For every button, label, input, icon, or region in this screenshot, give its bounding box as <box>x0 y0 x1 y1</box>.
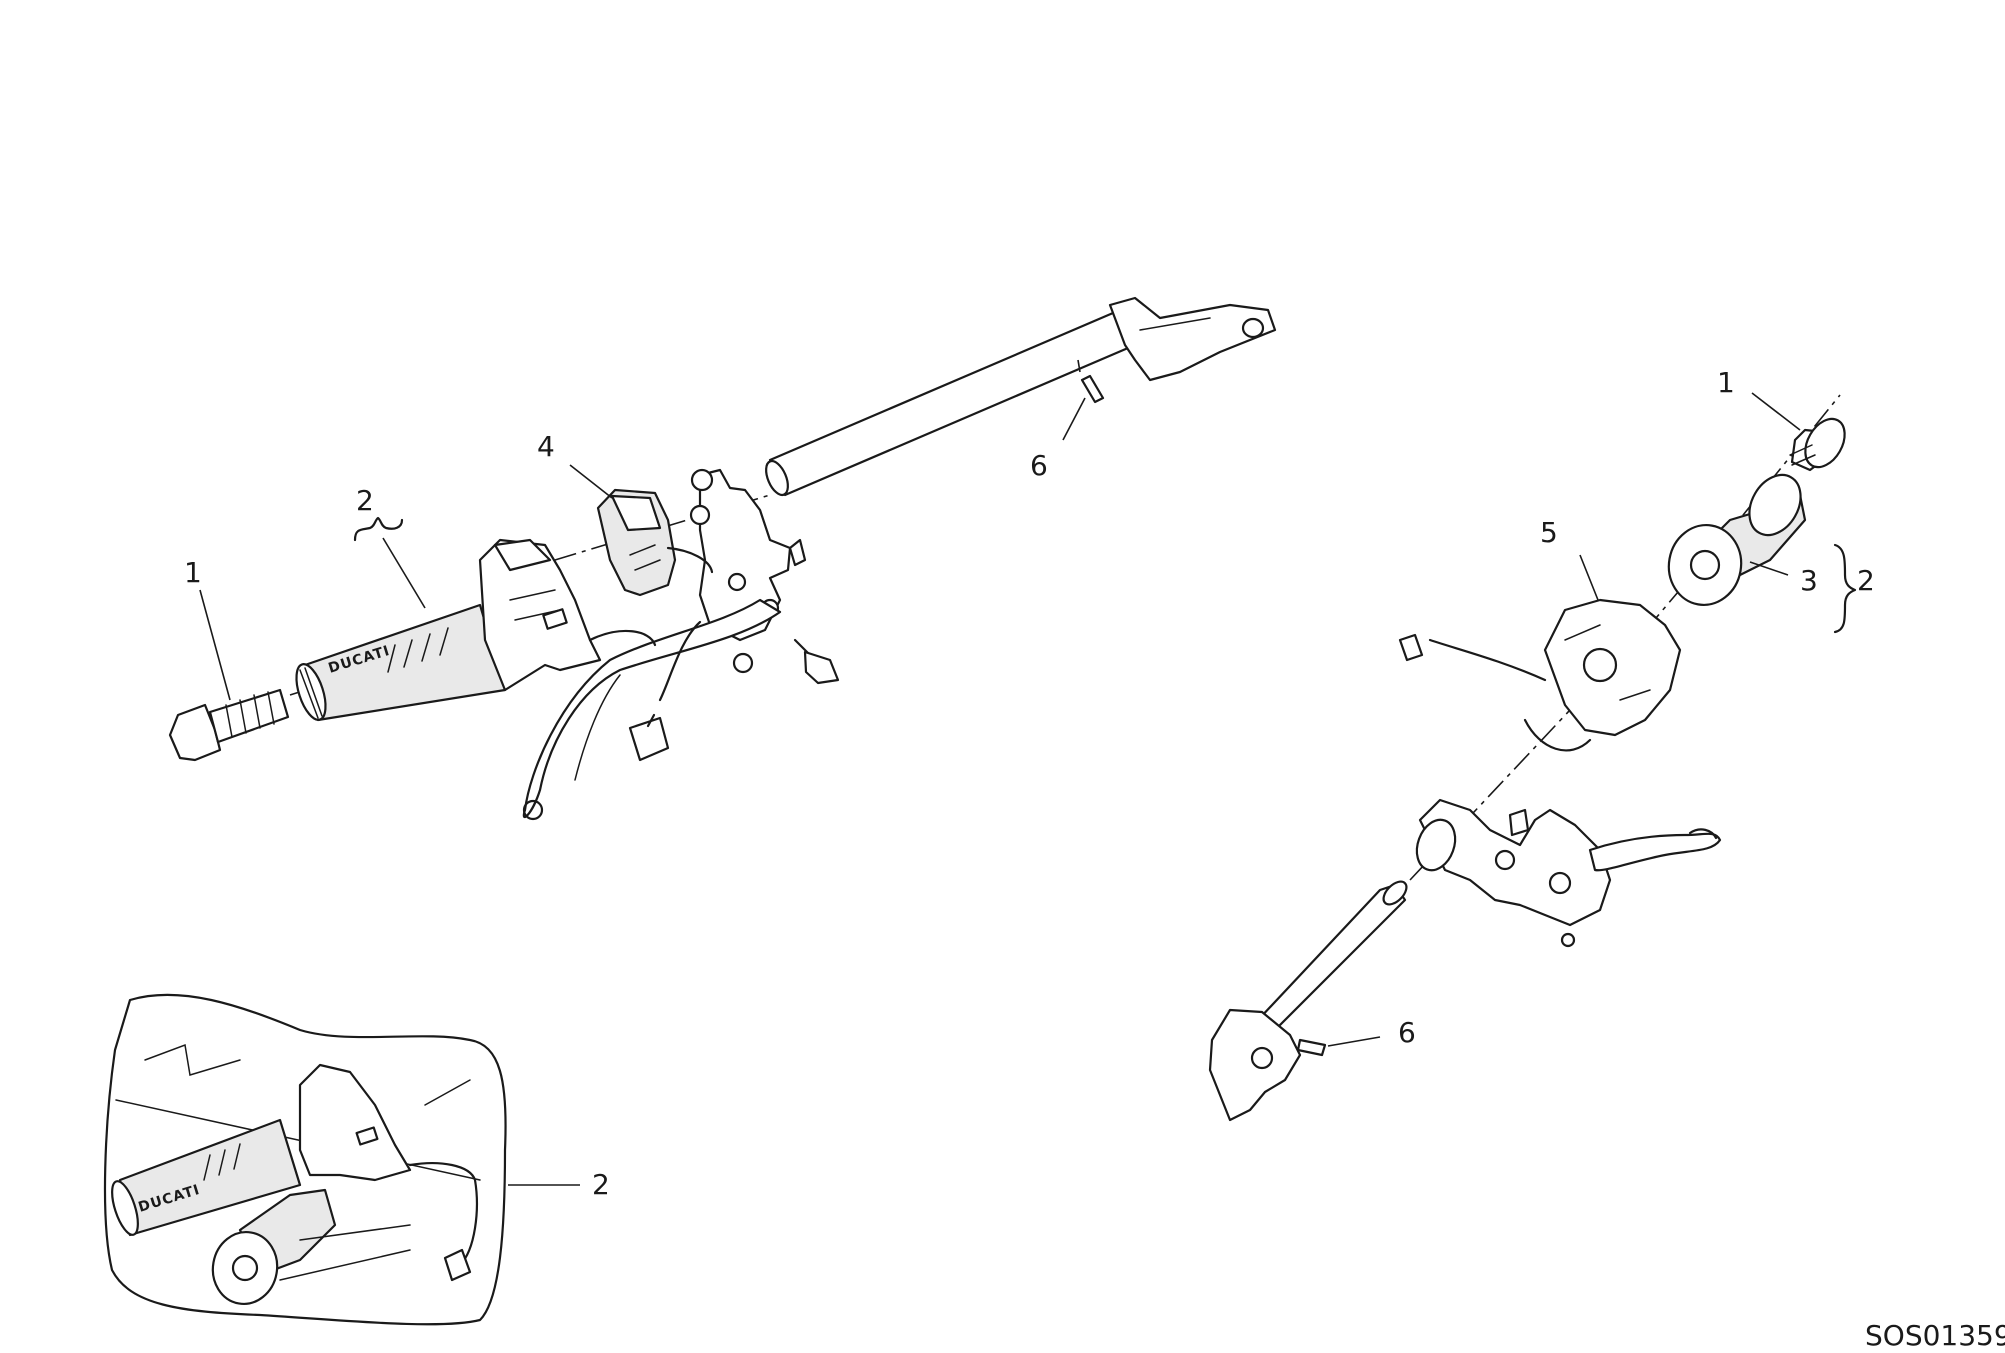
callout-left-pin: 6 <box>1030 449 1048 482</box>
right-brace <box>1833 543 1857 634</box>
callout-right-switch: 5 <box>1540 516 1558 549</box>
left-bar-end-plug <box>168 688 290 762</box>
callout-left-plug: 1 <box>184 556 202 589</box>
right-switch <box>1398 598 1682 752</box>
callout-right-pin: 6 <box>1398 1016 1416 1049</box>
callout-left-grip-assembly: 2 <box>356 484 374 517</box>
drawing-code: SOS01359 <box>1865 1319 2005 1352</box>
callout-right-bracket: 2 <box>1857 564 1875 597</box>
left-switch <box>596 488 714 597</box>
left-handlebar-tube <box>765 296 1277 497</box>
left-handlebar-assembly: DUCATI <box>168 296 1277 821</box>
callout-right-plug: 1 <box>1717 366 1735 399</box>
right-pin <box>1296 1038 1327 1057</box>
callout-inset-assembly: 2 <box>592 1168 610 1201</box>
right-bar-end-plug <box>1789 417 1846 472</box>
right-handlebar-tube <box>1208 880 1408 1122</box>
right-handlebar-assembly <box>1208 392 1857 1122</box>
left-pin <box>1077 359 1105 404</box>
right-brake-lever <box>1415 798 1722 948</box>
right-throttle-grip <box>1667 473 1807 606</box>
left-brace <box>353 516 404 542</box>
callout-right-throttle-grip: 3 <box>1800 564 1818 597</box>
callout-left-switch: 4 <box>537 430 555 463</box>
left-grip-and-switch: DUCATI <box>295 538 657 722</box>
inset-assembly: DUCATI <box>103 993 580 1326</box>
left-clutch-lever <box>522 468 840 821</box>
